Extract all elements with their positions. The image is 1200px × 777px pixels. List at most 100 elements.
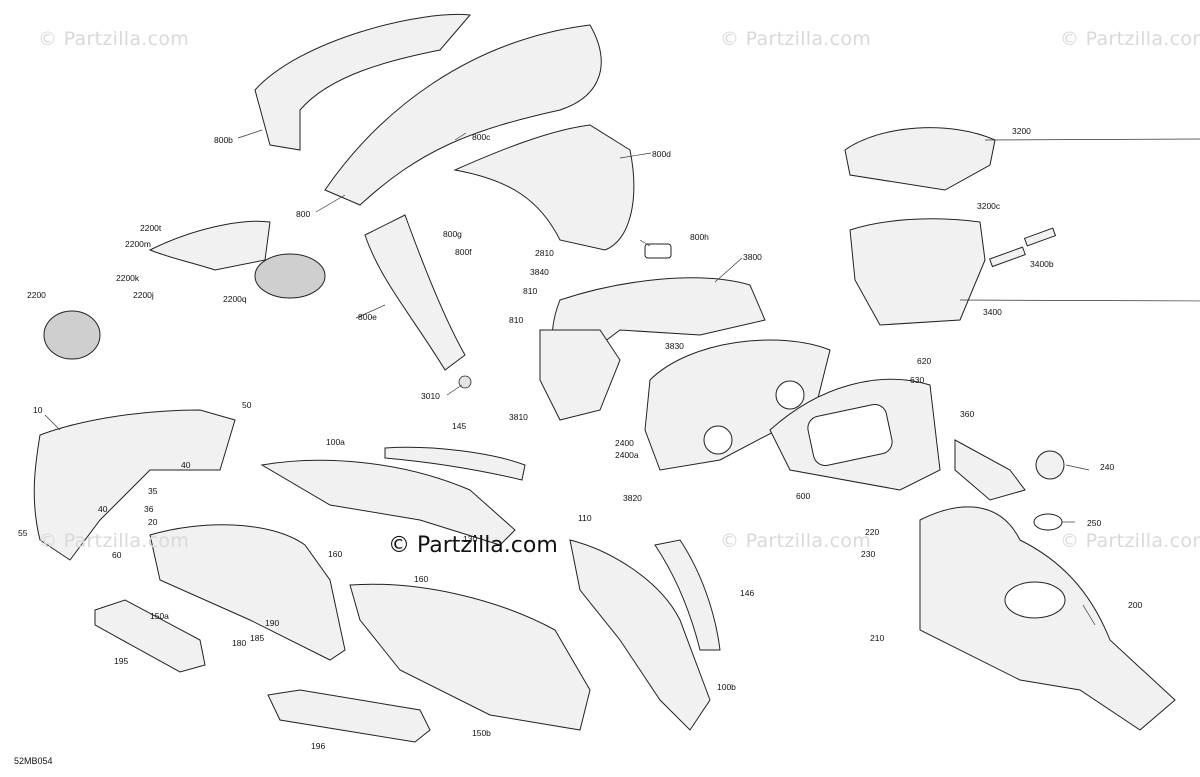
chassis-opening [1004, 581, 1066, 619]
strip-3400b-a [989, 246, 1026, 268]
callout-label: 2200j [133, 290, 154, 300]
callout-label: 800 [296, 209, 311, 219]
callout-label: 145 [452, 421, 467, 431]
callout-label: 240 [1100, 462, 1115, 472]
callout-label: 600 [796, 491, 811, 501]
callout-label: 3400 [983, 307, 1002, 317]
callout-label: 810 [509, 315, 524, 325]
mirror-2200q [254, 253, 326, 299]
side-panel-100b [569, 539, 711, 731]
callout-label: 800d [652, 149, 671, 159]
watermark-bottom-left: © Partzilla.com [38, 530, 190, 552]
trim-195 [94, 599, 206, 673]
callout-label: 55 [18, 528, 28, 538]
panel-800d [453, 124, 635, 251]
callout-label: 196 [311, 741, 326, 751]
callout-label: 2400 [615, 438, 634, 448]
callout-label: 3200 [1012, 126, 1031, 136]
callout-label: 3200c [977, 201, 1001, 211]
callout-label: 620 [917, 356, 932, 366]
headlight-lens-right [775, 380, 805, 410]
callout-label: 800f [455, 247, 472, 257]
panel-800e [364, 214, 466, 371]
callout-label: 360 [960, 409, 975, 419]
callout-label: 200 [1128, 600, 1143, 610]
callout-label: 2200q [223, 294, 247, 304]
callout-label: 36 [144, 504, 154, 514]
callout-label: 150a [150, 611, 169, 621]
watermark-top-right: © Partzilla.com [1060, 28, 1200, 50]
trim-145 [384, 446, 526, 481]
callout-label: 2200k [116, 273, 140, 283]
callout-label: 800e [358, 312, 377, 322]
callout-label: 3820 [623, 493, 642, 503]
watermark-top-mid: © Partzilla.com [720, 28, 872, 50]
panel-800 [324, 24, 602, 206]
callout-label: 3830 [665, 341, 684, 351]
chassis-200 [919, 506, 1176, 731]
trim-146 [654, 539, 721, 651]
callout-label: 800b [214, 135, 233, 145]
callout-label: 130 [463, 534, 478, 544]
callout-label: 20 [148, 517, 158, 527]
callout-label: 2200m [125, 239, 151, 249]
headlight-lens-left [703, 425, 733, 455]
callout-label: 100a [326, 437, 345, 447]
callout-label: 35 [148, 486, 158, 496]
bracket-lower [539, 329, 621, 421]
storage-bin-3400 [849, 218, 986, 326]
strip-3400b-b [1023, 227, 1057, 247]
callout-label: 3810 [509, 412, 528, 422]
callout-label: 190 [265, 618, 280, 628]
callout-label: 2200 [27, 290, 46, 300]
callout-label: 220 [865, 527, 880, 537]
callout-label: 230 [861, 549, 876, 559]
side-panel-150b [349, 583, 591, 731]
callout-label: 110 [578, 513, 592, 523]
callout-label: 2810 [535, 248, 554, 258]
nose-panel-10 [33, 409, 236, 561]
gauge-window [807, 403, 893, 467]
watermark-bottom-mid: © Partzilla.com [720, 530, 872, 552]
callout-label: 60 [112, 550, 122, 560]
cover-360 [954, 439, 1026, 501]
callout-label: 2200t [140, 223, 162, 233]
panel-100a [260, 459, 516, 546]
callout-label: 810 [523, 286, 538, 296]
callout-label: 800c [472, 132, 491, 142]
callout-label: 800g [443, 229, 462, 239]
callout-label: 100b [717, 682, 736, 692]
tray-3200 [844, 127, 996, 191]
callout-label: 146 [740, 588, 755, 598]
ring-250 [1033, 513, 1063, 531]
callout-label: 3400b [1030, 259, 1054, 269]
watermark-center: © Partzilla.com [388, 533, 558, 558]
callout-label: 185 [250, 633, 265, 643]
callout-label: 160 [414, 574, 429, 584]
mirror-bracket-2200m [148, 220, 271, 271]
side-panel-150a [149, 524, 346, 661]
callout-label: 210 [870, 633, 885, 643]
callout-label: 160 [328, 549, 343, 559]
callout-label: 195 [114, 656, 129, 666]
mirror-2200 [43, 310, 101, 360]
callout-label: 2400a [615, 450, 639, 460]
callout-label: 3010 [421, 391, 440, 401]
diagram-code: 52MB054 [14, 756, 53, 766]
callout-label: 10 [33, 405, 43, 415]
callout-label: 630 [910, 375, 925, 385]
watermark-bottom-right: © Partzilla.com [1060, 530, 1200, 552]
callout-label: 3800 [743, 252, 762, 262]
callout-label: 50 [242, 400, 252, 410]
callout-label: 40 [181, 460, 191, 470]
callout-label: 3840 [530, 267, 549, 277]
callout-label: 180 [232, 638, 247, 648]
tag-800h [644, 243, 672, 259]
ring-240 [1035, 450, 1065, 480]
callout-label: 150b [472, 728, 491, 738]
callout-label: 800h [690, 232, 709, 242]
panel-800b [254, 13, 472, 151]
callout-label: 250 [1087, 518, 1102, 528]
